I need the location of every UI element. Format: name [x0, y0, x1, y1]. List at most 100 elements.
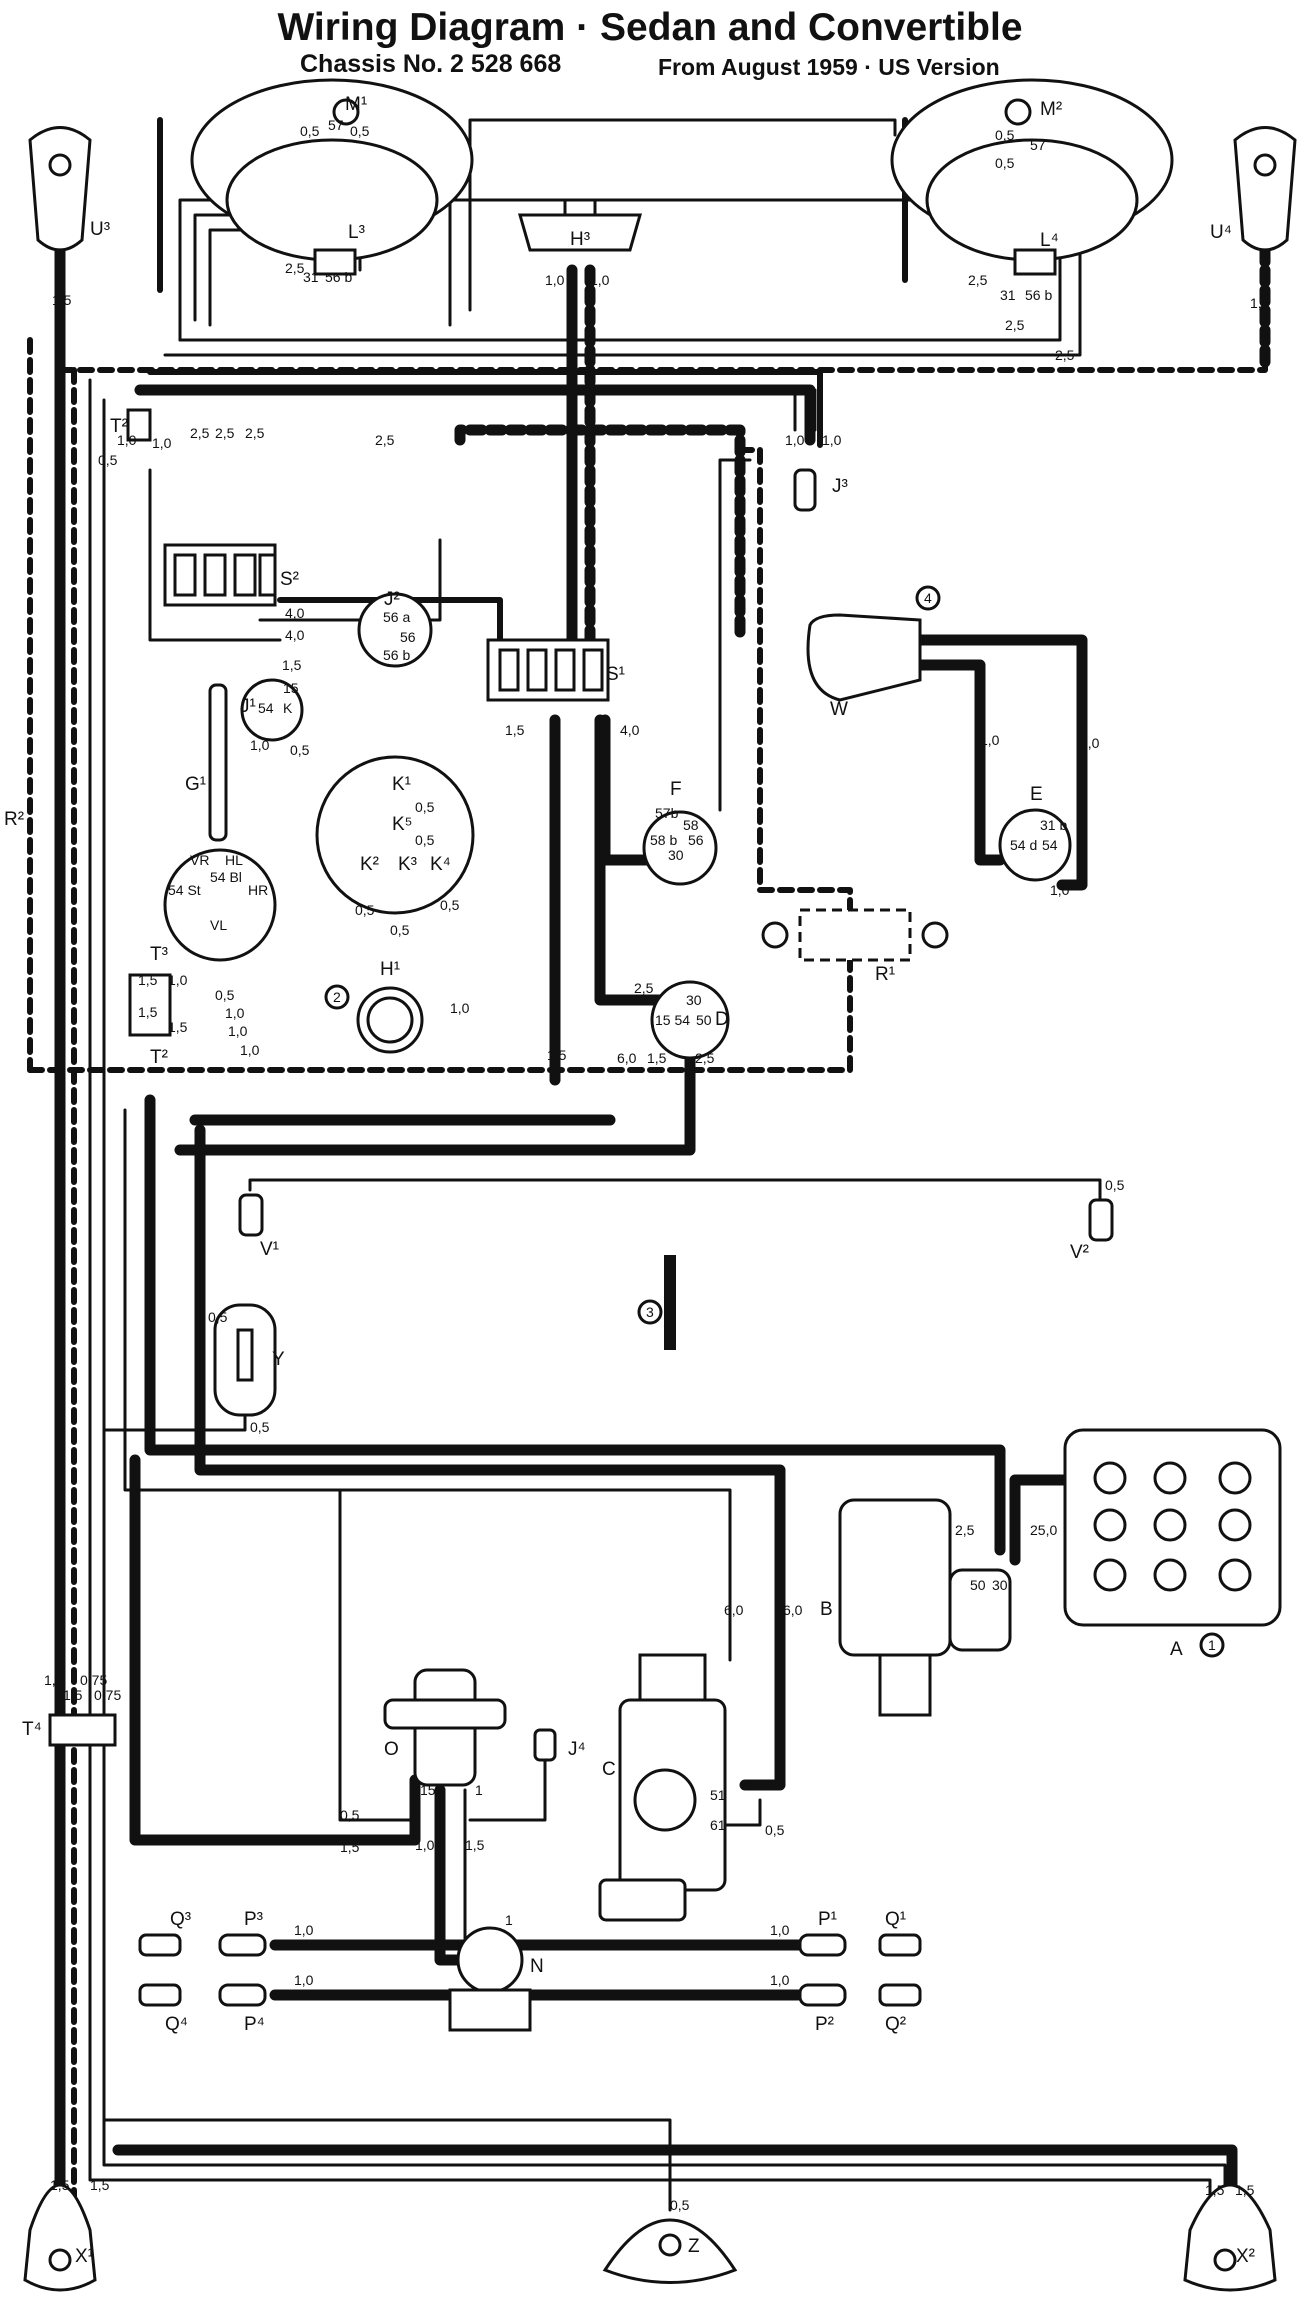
wire-coil-to-gen [338, 1488, 412, 1822]
label-v2: V² [1070, 1242, 1089, 1263]
label-k5: K⁵ [392, 814, 413, 835]
terminal-j1-54: 54 [258, 700, 274, 716]
size-h3-a: 1,0 [545, 272, 565, 288]
label-j2: J² [384, 589, 400, 610]
terminal-e-31b: 31 b [1040, 817, 1067, 833]
size-d-b: 1,5 [547, 1047, 567, 1063]
size-l4-b: 2,5 [1005, 317, 1025, 333]
size-h1: 1,0 [450, 1000, 470, 1016]
connector-t4 [48, 1713, 117, 1747]
callout-circle-2 [324, 984, 350, 1010]
headlight-left [190, 78, 474, 276]
label-p4: P⁴ [244, 2014, 265, 2035]
size-s2-b: 2,5 [190, 425, 210, 441]
label-j4: J⁴ [568, 1739, 586, 1760]
size-k5: 0,5 [415, 832, 435, 848]
spark-plug-connectors-left [138, 1933, 267, 2007]
label-h1: H¹ [380, 959, 400, 980]
size-b-a: 2,5 [955, 1522, 975, 1538]
size-l4-c: 2,5 [1055, 347, 1075, 363]
connector-t2-top [126, 408, 152, 442]
label-t4: T⁴ [22, 1719, 42, 1740]
label-p1: P¹ [818, 1909, 837, 1930]
wire-rear-center-feed [102, 2118, 672, 2212]
size-t4-c: 0,75 [80, 1672, 107, 1688]
label-x1: X¹ [75, 2246, 94, 2267]
terminal-d-50: 50 [696, 1012, 712, 1028]
label-t3: T³ [150, 944, 168, 965]
size-t3-a: 1,5 [138, 972, 158, 988]
label-l4: L⁴ [1040, 230, 1059, 251]
label-j3: J³ [832, 476, 848, 497]
label-u3: U³ [90, 219, 110, 240]
label-h3: H³ [570, 229, 590, 250]
size-p3: 1,0 [294, 1922, 314, 1938]
size-c-b: 6,0 [783, 1602, 803, 1618]
terminal-vl: VL [210, 917, 227, 933]
size-p1: 1,0 [770, 1922, 790, 1938]
size-k4: 0,5 [440, 897, 460, 913]
wire-turn-signal-bar [57, 317, 1268, 373]
size-t3-c: 0,5 [215, 987, 235, 1003]
size-p4: 1,0 [294, 1972, 314, 1988]
size-s2-e: 2,5 [375, 432, 395, 448]
terminal-l3-56b: 56 b [325, 269, 352, 285]
version-period: From August 1959 · US Version [658, 54, 1000, 80]
callout-circle-1 [1199, 1632, 1225, 1658]
wire-headlight-top-bar [134, 384, 816, 446]
turn-signal-switch [163, 848, 277, 962]
size-y-a: 0,5 [208, 1309, 228, 1325]
label-w: W [830, 699, 848, 720]
terminal-d-15-54: 15 54 [655, 1012, 690, 1028]
label-k4: K⁴ [430, 854, 451, 875]
label-o: O [384, 1739, 399, 1760]
size-d-d: 1,5 [647, 1050, 667, 1066]
size-o-d: 1,5 [465, 1837, 485, 1853]
size-o-c: 1,0 [415, 1837, 435, 1853]
label-t2-top: T² [110, 416, 128, 437]
wire-s1-to-f [599, 714, 661, 866]
size-s2-d: 2,5 [245, 425, 265, 441]
brake-light-switch-rear [1088, 1198, 1114, 1242]
size-y-b: 0,5 [250, 1419, 270, 1435]
callout-3: 3 [646, 1304, 654, 1320]
brake-stop-switch [642, 810, 718, 886]
size-t4-b: 1,5 [63, 1687, 83, 1703]
callout-2: 2 [333, 989, 341, 1005]
turn-signal-left [28, 126, 92, 252]
wire-w-to-e [914, 634, 1088, 891]
terminal-o-15: 15 [420, 1782, 436, 1798]
size-s1-a: 1,5 [505, 722, 525, 738]
callouts: 1 2 3 4 [324, 585, 1225, 1658]
size-s2-c: 2,5 [215, 425, 235, 441]
terminal-j1-15: 15 [283, 680, 299, 696]
ignition-coil [383, 1668, 507, 1787]
turn-signal-right [1233, 126, 1297, 252]
size-p2: 1,0 [770, 1972, 790, 1988]
terminal-labels: 54 15 K VR HL HR VL 54 St 54 Bl 57b 58 5… [168, 117, 1067, 1928]
size-d-c: 6,0 [617, 1050, 637, 1066]
label-m2: M² [1040, 99, 1062, 120]
wire-coil-feed [129, 1454, 421, 1846]
wire-main-battery-c [194, 1124, 786, 1791]
terminal-hr: HR [248, 882, 268, 898]
size-w-b: 1,0 [1080, 735, 1100, 751]
wire-w-to-e-2 [914, 659, 1006, 866]
size-m2-b: 0,5 [995, 155, 1015, 171]
size-s2-g: 4,0 [285, 627, 305, 643]
terminal-f-56: 56 [688, 832, 704, 848]
label-a: A [1170, 1639, 1183, 1660]
wire-j2-loop [258, 538, 442, 622]
callout-circle-4 [915, 585, 941, 611]
size-t3-b: 1,0 [168, 972, 188, 988]
terminal-f-58: 58 [683, 817, 699, 833]
spark-plug-connectors-right [798, 1933, 922, 2007]
fuel-gauge-sender [208, 683, 228, 842]
brake-light-switch [793, 468, 817, 512]
label-s2: S² [280, 569, 299, 590]
size-e: 1,0 [1050, 882, 1070, 898]
label-t2-bottom: T² [150, 1047, 168, 1068]
starter-motor [838, 1498, 1012, 1717]
terminal-n-1: 1 [505, 1912, 513, 1928]
